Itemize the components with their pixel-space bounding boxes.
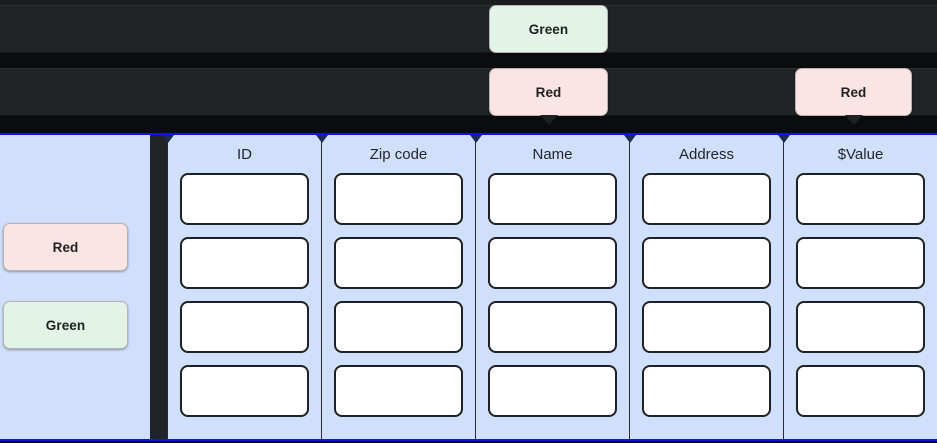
cell-input[interactable] (180, 301, 309, 353)
tooltip-pointer-icon (844, 115, 863, 125)
dark-row-lower (0, 68, 937, 116)
cell-input[interactable] (642, 237, 771, 289)
column-cells-id (180, 173, 309, 427)
column-marker-icon (316, 135, 328, 143)
column-header-name: Name (532, 145, 573, 163)
tooltip-label: Green (45, 317, 86, 333)
vertical-scrollbar[interactable] (150, 135, 167, 439)
column-header-address: Address (678, 145, 735, 163)
dark-row-upper (0, 5, 937, 53)
column-header-value: $Value (837, 145, 884, 163)
cell-input[interactable] (488, 301, 617, 353)
column-cells-zip-code (334, 173, 463, 427)
column-marker-icon (624, 135, 636, 143)
tooltip-pointer-icon (539, 115, 558, 125)
grid-column-value[interactable]: $Value (778, 135, 937, 439)
cell-input[interactable] (180, 365, 309, 417)
cell-input[interactable] (334, 237, 463, 289)
grid-column-id[interactable]: ID (162, 135, 321, 439)
cell-input[interactable] (488, 173, 617, 225)
cell-input[interactable] (180, 237, 309, 289)
column-cells-name (488, 173, 617, 427)
cell-input[interactable] (796, 365, 925, 417)
cell-input[interactable] (796, 301, 925, 353)
cell-input[interactable] (642, 365, 771, 417)
grid-column-address[interactable]: Address (624, 135, 783, 439)
tooltip-label: Red (535, 84, 562, 100)
cell-input[interactable] (334, 365, 463, 417)
cell-input[interactable] (796, 237, 925, 289)
tooltip-green-left[interactable]: Green (3, 301, 128, 349)
tooltip-label: Green (528, 21, 569, 37)
tooltip-label: Red (840, 84, 867, 100)
tooltip-green-top[interactable]: Green (489, 5, 608, 53)
cell-input[interactable] (796, 173, 925, 225)
grid-left-gutter (0, 135, 150, 439)
tooltip-red-right[interactable]: Red (795, 68, 912, 125)
cell-input[interactable] (642, 173, 771, 225)
column-cells-address (642, 173, 771, 427)
column-marker-icon (778, 135, 790, 143)
tooltip-red-left[interactable]: Red (3, 223, 128, 271)
column-marker-icon (162, 135, 174, 143)
column-header-zip-code: Zip code (369, 145, 428, 163)
column-cells-value (796, 173, 925, 427)
tooltip-label: Red (52, 239, 79, 255)
column-marker-icon (470, 135, 482, 143)
column-header-id: ID (237, 145, 252, 163)
cell-input[interactable] (334, 301, 463, 353)
grid-column-zip-code[interactable]: Zip code (316, 135, 475, 439)
grid-column-name[interactable]: Name (470, 135, 629, 439)
cell-input[interactable] (488, 237, 617, 289)
cell-input[interactable] (334, 173, 463, 225)
tooltip-red-center[interactable]: Red (489, 68, 608, 125)
grid-columns: ID Zip code (162, 135, 937, 439)
grid-panel: ID Zip code (0, 133, 937, 441)
cell-input[interactable] (180, 173, 309, 225)
cell-input[interactable] (488, 365, 617, 417)
cell-input[interactable] (642, 301, 771, 353)
